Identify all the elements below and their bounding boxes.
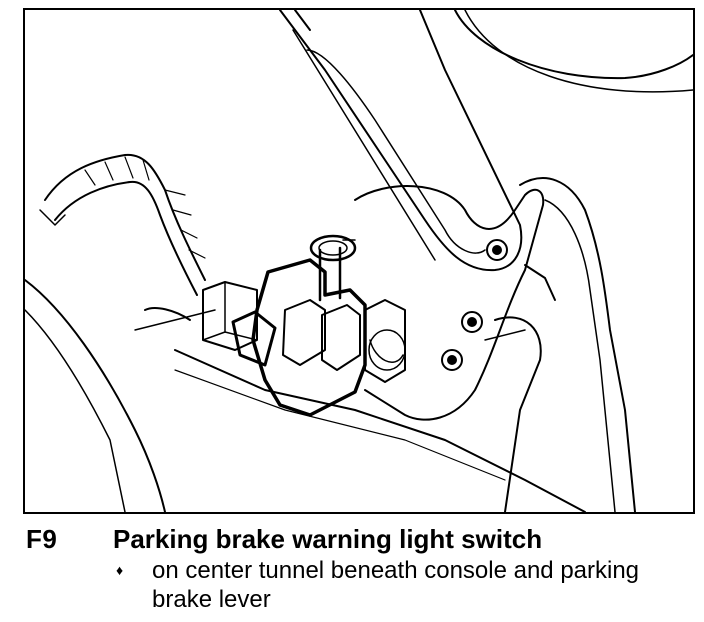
location-description: on center tunnel beneath console and par… xyxy=(152,557,640,613)
illustration-frame xyxy=(23,8,695,514)
bolt-icon xyxy=(461,311,483,333)
bolt-icon xyxy=(441,349,463,371)
parking-brake-lever xyxy=(279,10,523,272)
bullet-icon: ♦ xyxy=(116,562,124,578)
console-surface xyxy=(454,10,693,93)
bolt-icon xyxy=(486,239,508,261)
switch-mount-nut xyxy=(364,299,406,383)
switch-plunger xyxy=(309,234,357,302)
figure-title: Parking brake warning light switch xyxy=(113,524,543,554)
figure-label: F9 xyxy=(26,524,58,554)
warning-light-switch xyxy=(231,258,367,417)
center-tunnel xyxy=(25,279,586,512)
wiring-harness xyxy=(39,153,216,331)
lever-bracket xyxy=(354,177,636,512)
bracket-bolts xyxy=(441,239,508,371)
